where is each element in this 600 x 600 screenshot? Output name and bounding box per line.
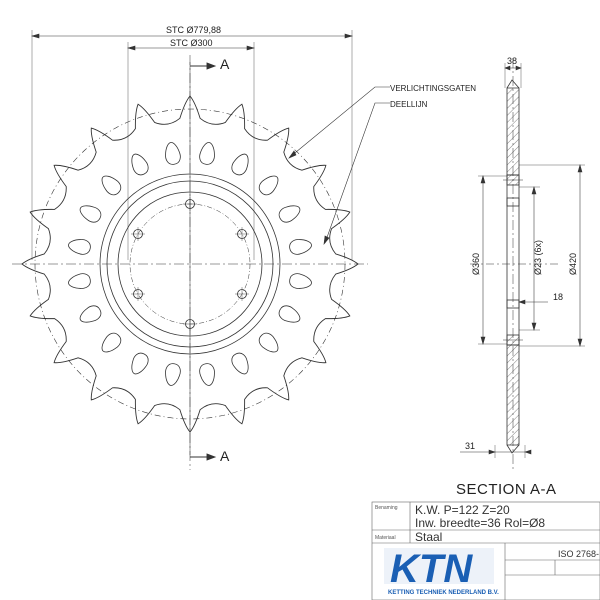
section-markers [190,62,217,461]
lightening-hole [101,332,122,353]
lightening-hole [199,142,215,165]
dim-31: 31 [465,441,475,451]
lightening-hole [165,363,181,386]
lightening-hole [258,332,279,353]
front-view [12,55,368,470]
title-line-1: K.W. P=122 Z=20 [415,503,510,517]
lightening-hole [278,305,301,323]
section-dimensions [460,63,585,458]
section-label-top: A [220,56,230,72]
lightening-hole [231,352,249,375]
verlichtingsgaten-label: VERLICHTINGSGATEN [390,84,476,93]
lightening-hole [131,352,149,375]
dim-360: Ø360 [471,253,481,275]
section-view [470,58,560,470]
company-name: KETTING TECHNIEK NEDERLAND B.V. [388,590,499,596]
lightening-hole [79,305,102,323]
deellijn-label: DEELLIJN [390,100,428,109]
lightening-hole [258,175,279,196]
dim-420: Ø420 [568,253,578,275]
lightening-hole [79,205,102,223]
stc-dimensions [30,30,354,260]
stc-inner-dim: STC Ø300 [170,38,213,48]
lightening-hole [68,239,91,255]
materiaal-label: Materiaal [375,535,396,541]
section-label-bottom: A [220,448,230,464]
lightening-hole [199,363,215,386]
callout-leaders [288,86,390,245]
lightening-hole [131,153,149,176]
lightening-hole [68,273,91,289]
dim-23-6x: Ø23 (6x) [533,240,543,275]
section-title: SECTION A-A [456,481,557,498]
lightening-holes [68,142,312,386]
title-line-2: Inw. breedte=36 Rol=Ø8 [415,516,545,530]
iso-standard: ISO 2768- [558,549,599,559]
dim-18: 18 [553,292,563,302]
lightening-hole [165,142,181,165]
logo-text: KTN [390,547,473,591]
lightening-hole [278,205,301,223]
materiaal-value: Staal [415,530,442,544]
lightening-hole [289,273,312,289]
lightening-hole [231,153,249,176]
lightening-hole [289,239,312,255]
stc-outer-dim: STC Ø779,88 [166,25,221,35]
title-block [371,501,600,600]
lightening-hole [101,175,122,196]
benaming-label: Benaming [375,505,398,511]
dim-38: 38 [507,56,517,66]
ktn-logo: KTN KETTING TECHNIEK NEDERLAND B.V. [384,547,499,596]
